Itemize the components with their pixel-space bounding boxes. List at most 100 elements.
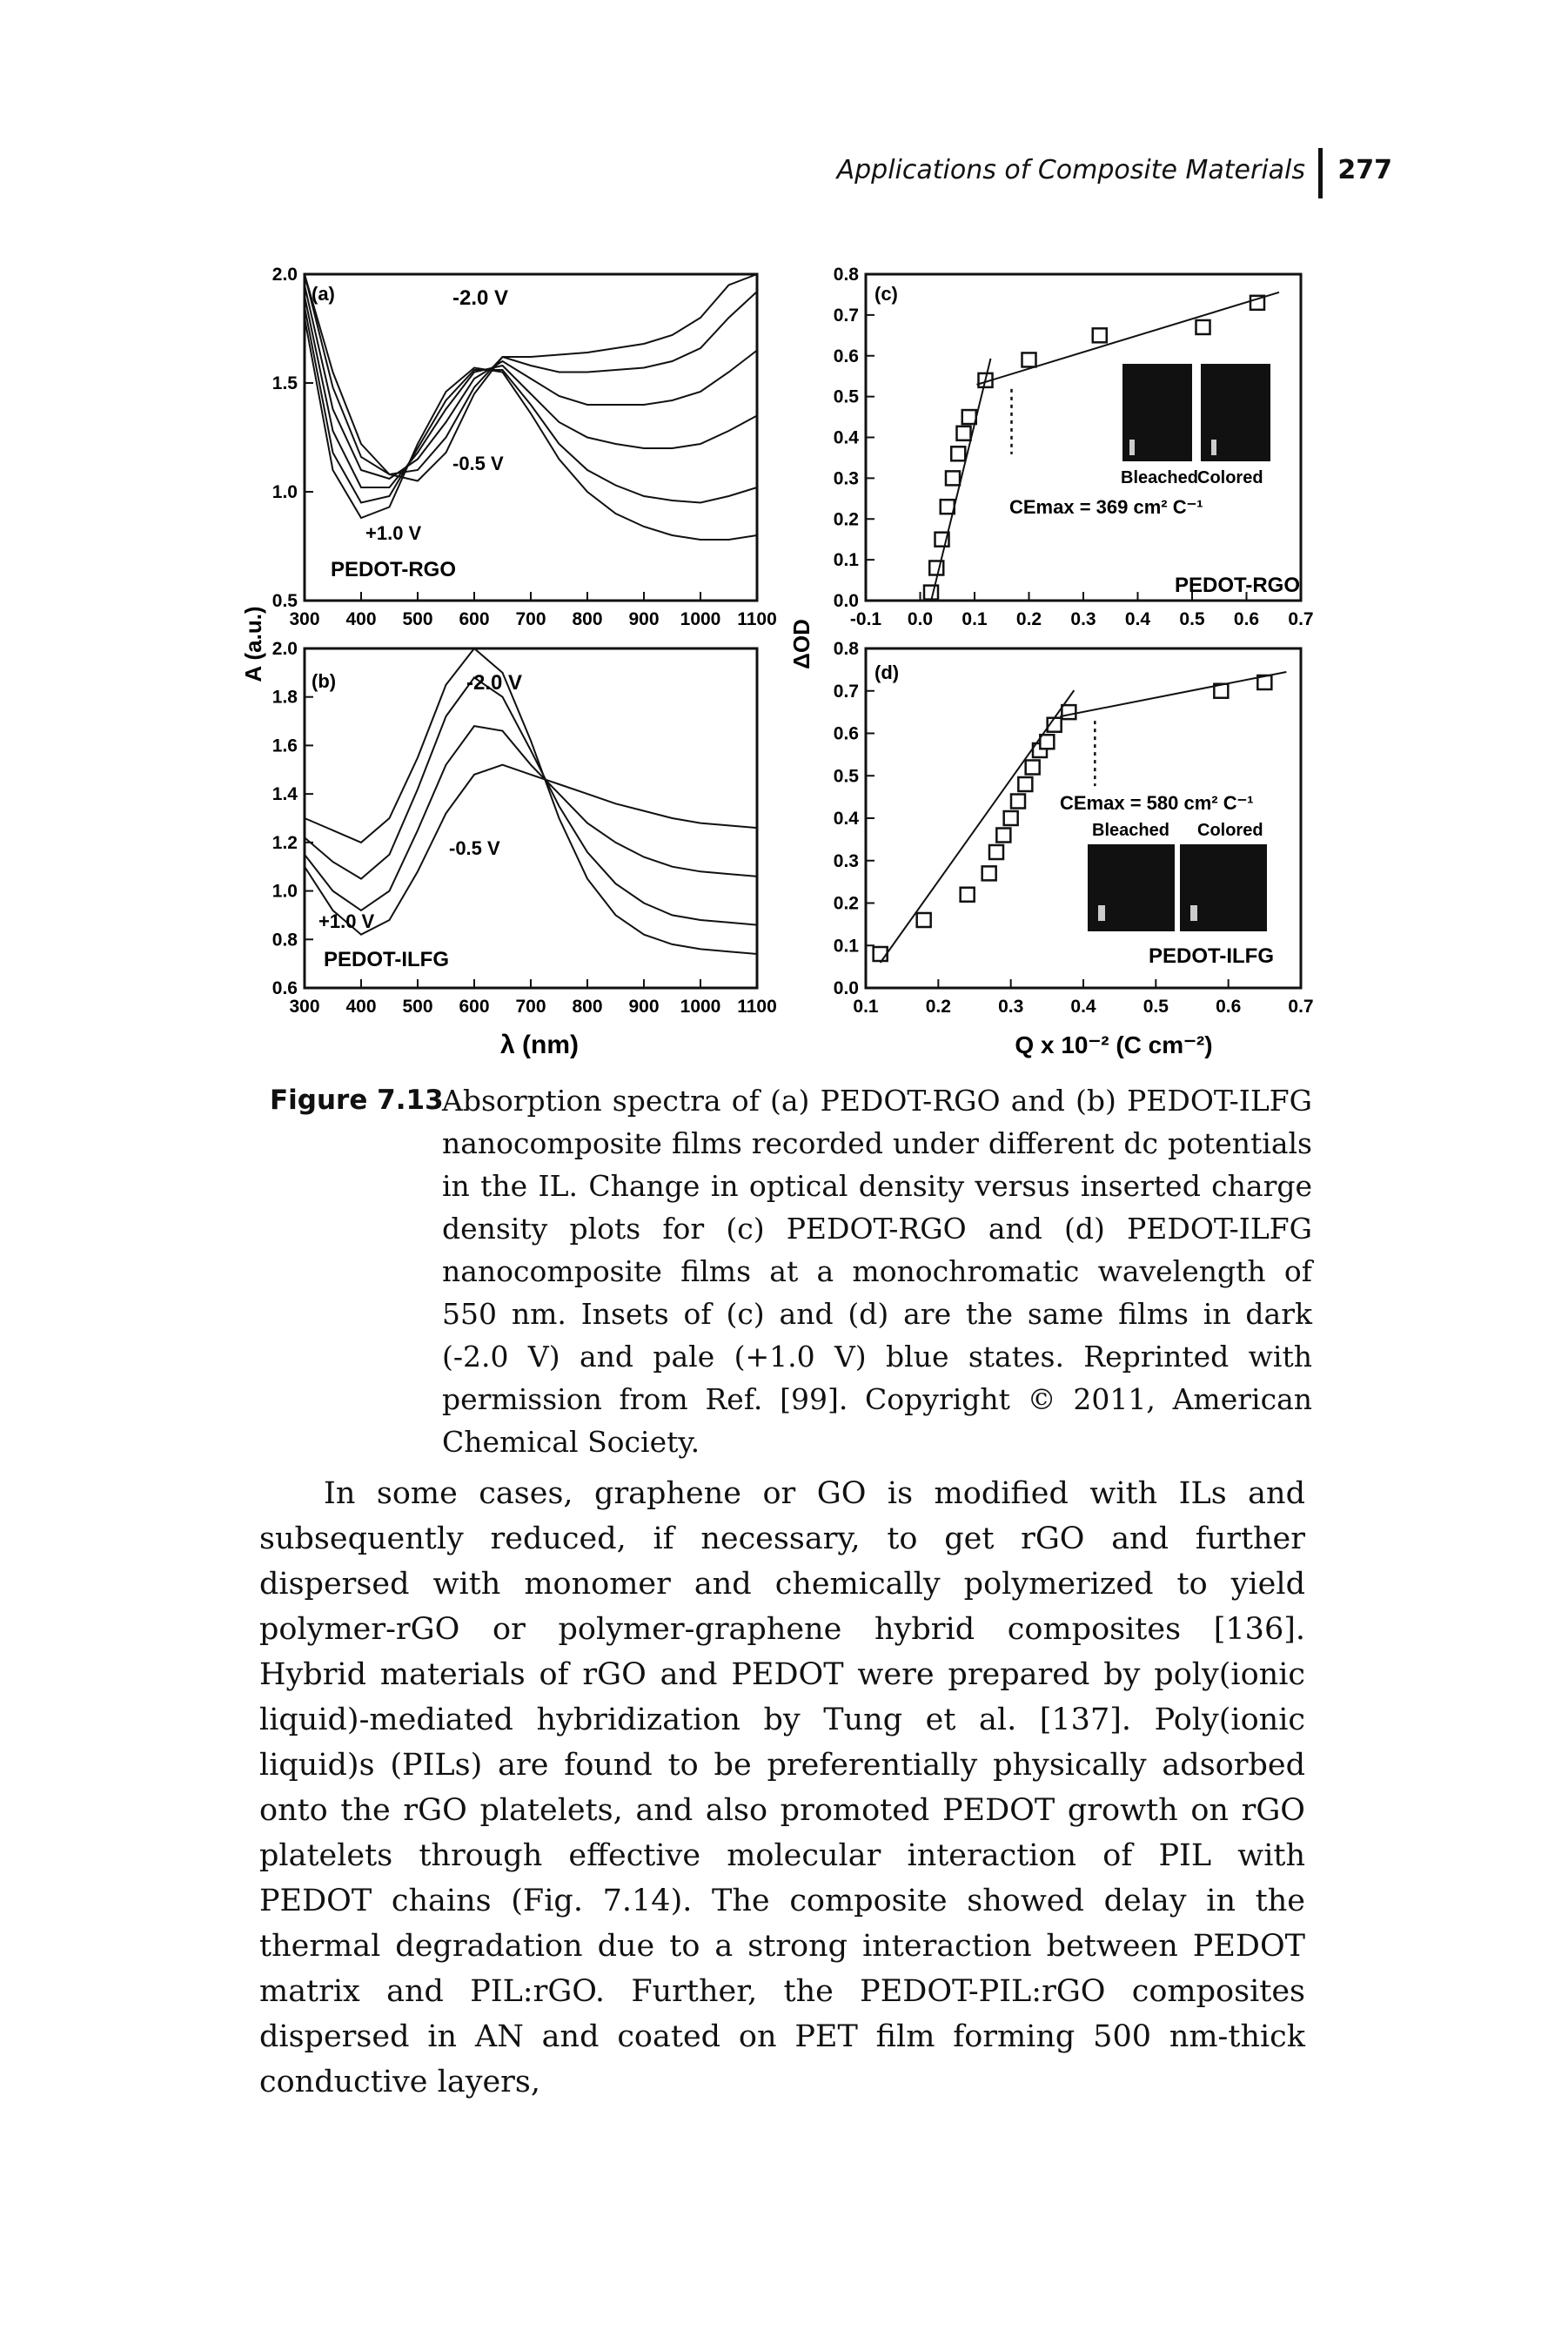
x-tick-label-a: 900	[628, 609, 659, 629]
body-paragraph: In some cases, graphene or GO is modifie…	[259, 1476, 1305, 2099]
x-tick-label-c: 0.6	[1234, 609, 1259, 629]
x-tick-label-a: 500	[402, 609, 432, 629]
data-point-c	[1091, 327, 1108, 344]
inset-d-bleached-mark	[1098, 905, 1105, 921]
panel-b-material: PEDOT-ILFG	[324, 948, 449, 971]
spectrum-line-b-0	[304, 647, 758, 955]
x-tick-label-c: 0.0	[908, 609, 933, 629]
data-point-c	[961, 408, 977, 426]
page-number: 277	[1337, 155, 1392, 185]
panel-b-label-top: -2.0 V	[466, 671, 522, 695]
x-tick-label-d: 0.2	[926, 997, 951, 1017]
inset-d-colored-label: Colored	[1197, 821, 1263, 840]
y-tick-label-a: 0.5	[272, 591, 298, 611]
y-tick-label-d: 0.7	[834, 682, 859, 702]
inset-d-colored-mark	[1190, 905, 1197, 921]
caption-label: Figure 7.13	[270, 1085, 444, 1116]
y-axis-label-cd: ΔOD	[788, 619, 814, 669]
x-tick-label-a: 400	[345, 609, 376, 629]
data-point-d	[872, 945, 888, 963]
y-tick-label-d: 0.8	[834, 639, 860, 659]
data-point-d	[1039, 734, 1055, 750]
panel-a-label-low: +1.0 V	[365, 522, 422, 544]
data-point-d	[1002, 809, 1019, 827]
x-tick-label-d: 0.5	[1143, 997, 1169, 1017]
spectrum-line-a-4	[304, 306, 758, 504]
data-point-d	[988, 843, 1005, 861]
data-point-d	[981, 865, 997, 882]
y-tick-label-b: 0.6	[272, 978, 298, 998]
x-tick-label-a: 700	[515, 609, 546, 629]
y-tick-label-c: 0.7	[834, 306, 859, 326]
data-point-d	[1024, 759, 1041, 776]
panel-a-label-mid: -0.5 V	[452, 453, 504, 474]
spectrum-line-a-2	[304, 285, 758, 480]
spectrum-line-b-3	[304, 763, 758, 936]
y-tick-label-d: 0.1	[834, 936, 860, 956]
y-tick-label-d: 0.3	[834, 851, 859, 871]
plot-frame-b	[303, 647, 759, 990]
panel-c-material: PEDOT-RGO	[1175, 574, 1300, 597]
x-tick-label-a: 600	[459, 609, 489, 629]
inset-c-colored-label: Colored	[1197, 468, 1263, 487]
panel-b-tag: (b)	[312, 670, 336, 692]
panel-a-tag: (a)	[312, 283, 335, 305]
x-tick-label-b: 700	[515, 997, 546, 1017]
spectrum-line-b-2	[304, 725, 758, 912]
data-point-c	[950, 446, 967, 462]
fit-line-steep-d	[879, 689, 1075, 964]
inset-d-bleached-label: Bleached	[1092, 821, 1169, 840]
spectrum-line-b-1	[304, 676, 758, 926]
panel-d-material: PEDOT-ILFG	[1149, 944, 1274, 968]
fit-line-steep-c	[930, 358, 992, 601]
y-tick-label-a: 1.5	[272, 373, 298, 393]
y-tick-label-d: 0.4	[834, 809, 860, 829]
y-tick-label-c: 0.5	[834, 387, 860, 407]
data-point-c	[1021, 352, 1037, 368]
y-tick-label-a: 1.0	[272, 482, 298, 502]
x-tick-label-a: 300	[289, 609, 319, 629]
fit-line-shallow-c	[976, 291, 1280, 386]
y-tick-label-c: 0.4	[834, 428, 860, 448]
x-tick-label-c: 0.1	[962, 609, 988, 629]
spectrum-line-a-3	[304, 295, 758, 488]
x-tick-label-d: 0.4	[1070, 997, 1096, 1017]
panel-d-ce-text: CEmax = 580 cm² C⁻¹	[1060, 792, 1254, 814]
fit-line-shallow-d	[1060, 671, 1287, 718]
data-point-d	[915, 911, 932, 929]
data-point-c	[944, 470, 962, 487]
data-point-d	[959, 886, 975, 903]
y-tick-label-c: 0.8	[834, 265, 860, 285]
inset-c-colored-mark	[1211, 440, 1216, 455]
y-tick-label-b: 2.0	[272, 639, 298, 659]
data-point-d	[995, 827, 1012, 843]
y-tick-label-b: 1.0	[272, 882, 298, 902]
x-tick-label-c: 0.7	[1288, 609, 1313, 629]
x-tick-label-c: 0.3	[1070, 609, 1096, 629]
x-tick-label-c: 0.4	[1125, 609, 1151, 629]
x-tick-label-c: 0.2	[1016, 609, 1042, 629]
x-tick-label-a: 800	[572, 609, 602, 629]
y-tick-label-d: 0.6	[834, 724, 859, 744]
y-tick-label-c: 0.3	[834, 468, 859, 488]
y-tick-label-c: 0.6	[834, 346, 859, 366]
x-axis-label-cd: Q x 10⁻² (C cm⁻²)	[1015, 1031, 1212, 1058]
running-title: Applications of Composite Materials	[836, 155, 1305, 185]
caption-text: Absorption spectra of (a) PEDOT-RGO and …	[442, 1084, 1312, 1459]
inset-c-bleached-label: Bleached	[1121, 468, 1198, 487]
y-tick-label-c: 0.2	[834, 509, 859, 529]
page-header: Applications of Composite Materials 277	[809, 148, 1392, 200]
y-tick-label-b: 1.8	[272, 688, 298, 708]
x-tick-label-d: 0.3	[998, 997, 1023, 1017]
panel-a-label-top: -2.0 V	[452, 286, 508, 310]
y-tick-label-c: 0.0	[834, 591, 859, 611]
y-tick-label-a: 2.0	[272, 265, 298, 285]
inset-c-bleached-mark	[1129, 440, 1135, 455]
spectrum-line-a-5	[304, 317, 758, 541]
panel-d-tag: (d)	[874, 662, 899, 683]
y-tick-label-b: 1.2	[272, 833, 298, 853]
y-tick-label-b: 0.8	[272, 930, 298, 950]
